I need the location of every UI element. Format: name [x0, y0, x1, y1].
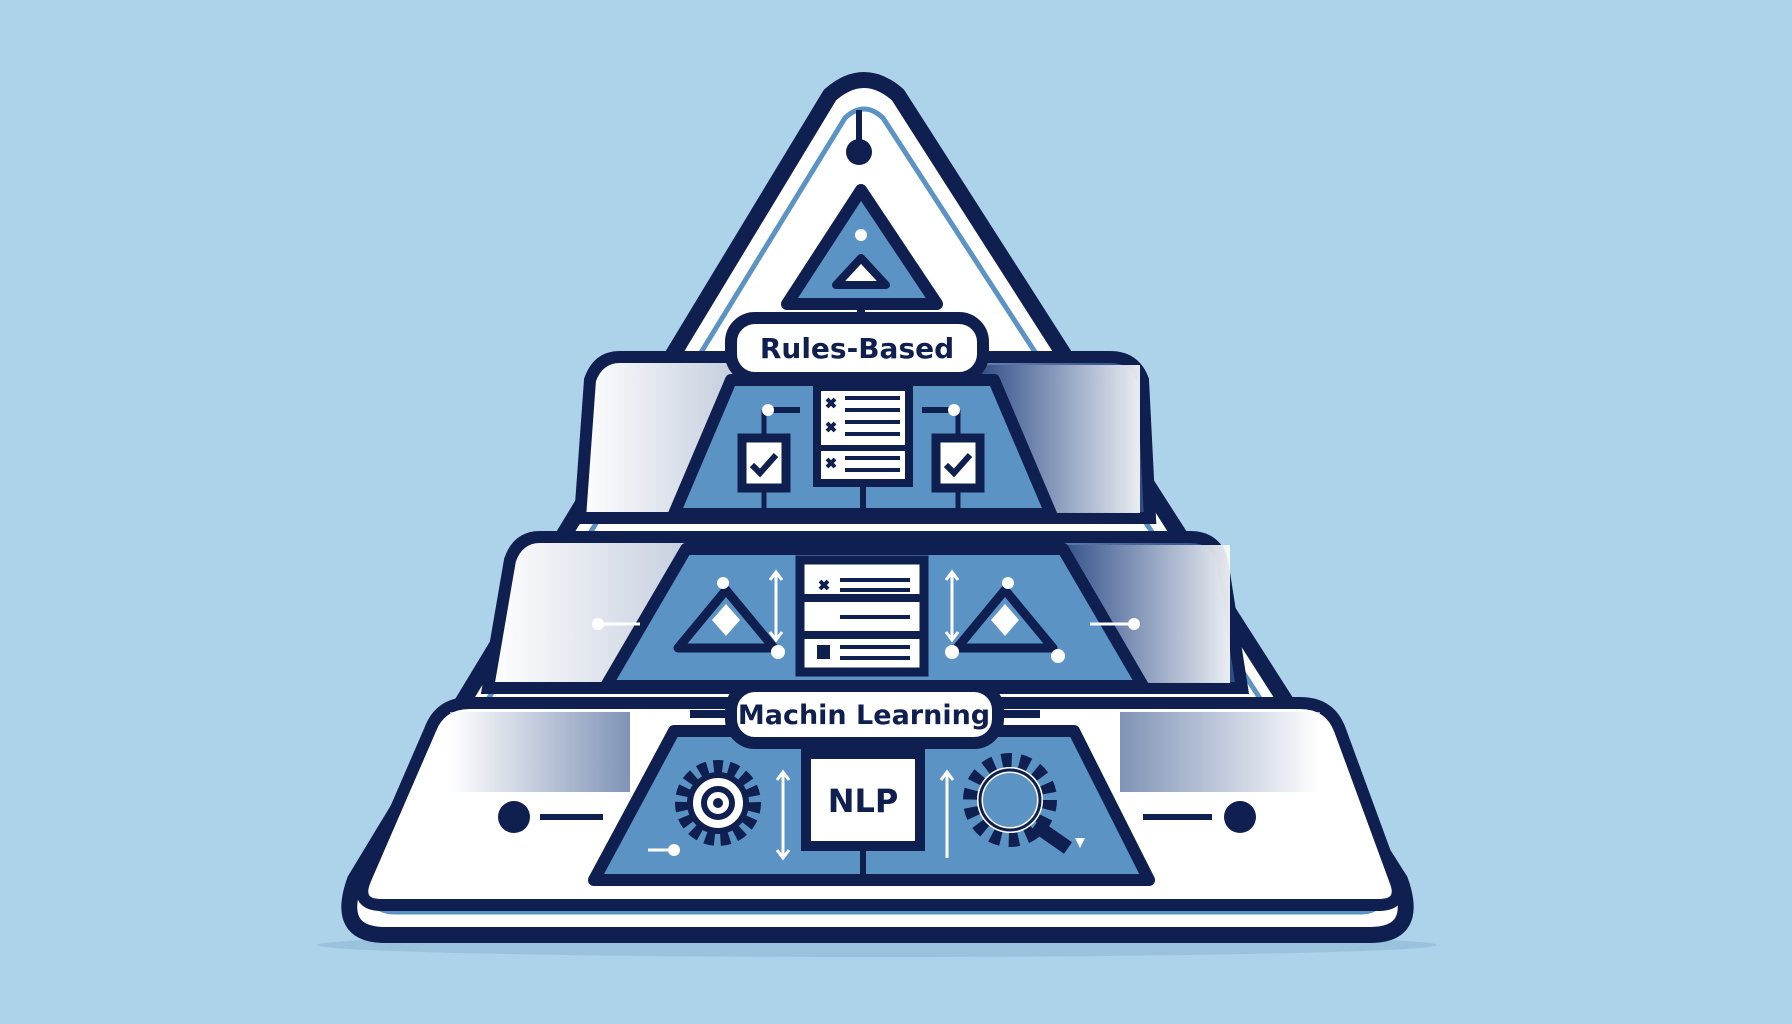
- chevron-up-icon: [832, 254, 890, 289]
- nlp-label: NLP: [828, 782, 899, 820]
- apex-dot: [846, 139, 872, 165]
- check-box-right: [922, 404, 985, 514]
- mountain-icon-right: [944, 569, 1140, 663]
- ml-list-rows: [800, 578, 924, 660]
- checkmark-icon: [749, 453, 779, 478]
- check-box-left: [737, 404, 800, 514]
- magnifier-gear-icon: [963, 753, 1085, 854]
- rules-based-label: Rules-Based: [760, 332, 954, 365]
- left-side-dot: [498, 801, 530, 833]
- gear-icon: [675, 760, 761, 846]
- apex-triangle-dot: [855, 229, 867, 241]
- double-arrow-icon: [944, 569, 960, 643]
- checkmark-icon: [943, 453, 973, 478]
- double-arrow-icon: [768, 569, 784, 643]
- mountain-icon-left: [592, 569, 785, 659]
- rules-list-rows: [825, 396, 900, 472]
- tier3-band-left-shade: [450, 712, 630, 792]
- double-arrow-icon: [775, 769, 791, 861]
- rules-based-label-pill: [725, 312, 989, 384]
- tier3-band-right-shade: [1120, 712, 1320, 792]
- double-arrow-icon: [939, 769, 955, 858]
- machine-learning-label: Machin Learning: [738, 700, 990, 731]
- right-side-dot: [1224, 801, 1256, 833]
- machine-learning-label-pill: [725, 680, 1004, 749]
- connector-dot: [668, 844, 680, 856]
- nlp-box: [801, 749, 925, 851]
